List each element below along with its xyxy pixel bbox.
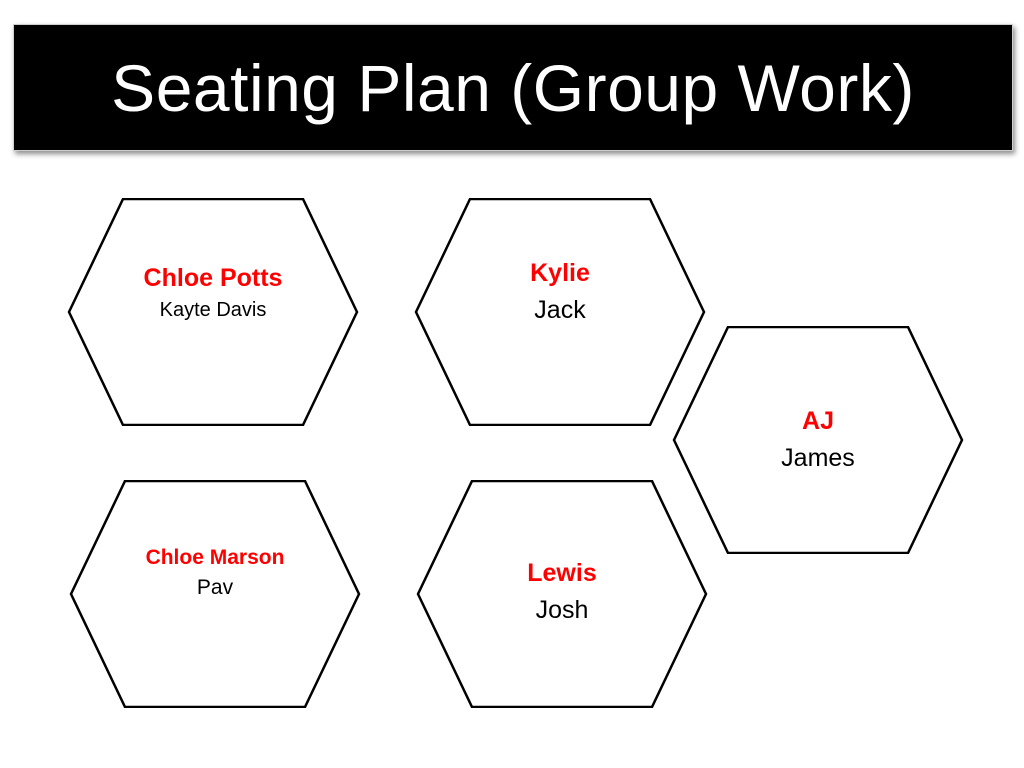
hexagon-shape [416, 480, 708, 708]
slide-title: Seating Plan (Group Work) [111, 50, 915, 125]
group-member-name: Jack [534, 296, 586, 324]
group-member-name: Josh [535, 596, 589, 624]
group-label: AJ James [672, 407, 964, 473]
group-lead-name: AJ [802, 407, 834, 435]
group-label: Kylie Jack [414, 259, 706, 325]
group-hexagon-1: Chloe Potts Kayte Davis [67, 198, 359, 426]
group-label: Chloe Potts Kayte Davis [67, 264, 359, 322]
group-label: Lewis Josh [416, 559, 708, 625]
group-member-name: Kayte Davis [159, 299, 267, 321]
group-label: Chloe Marson Pav [69, 546, 361, 600]
hexagon-shape [67, 198, 359, 426]
hexagon-shape [69, 480, 361, 708]
group-hexagon-2: Kylie Jack [414, 198, 706, 426]
group-lead-name: Kylie [530, 259, 590, 287]
group-hexagon-3: AJ James [672, 326, 964, 554]
group-lead-name: Chloe Marson [145, 546, 285, 569]
group-member-name: Pav [196, 576, 234, 599]
hexagon-shape [672, 326, 964, 554]
group-lead-name: Lewis [527, 559, 597, 587]
group-member-name: James [781, 444, 855, 472]
group-hexagon-5: Lewis Josh [416, 480, 708, 708]
hexagon-shape [414, 198, 706, 426]
group-hexagon-4: Chloe Marson Pav [69, 480, 361, 708]
group-lead-name: Chloe Potts [143, 264, 283, 292]
title-bar: Seating Plan (Group Work) [13, 24, 1013, 151]
